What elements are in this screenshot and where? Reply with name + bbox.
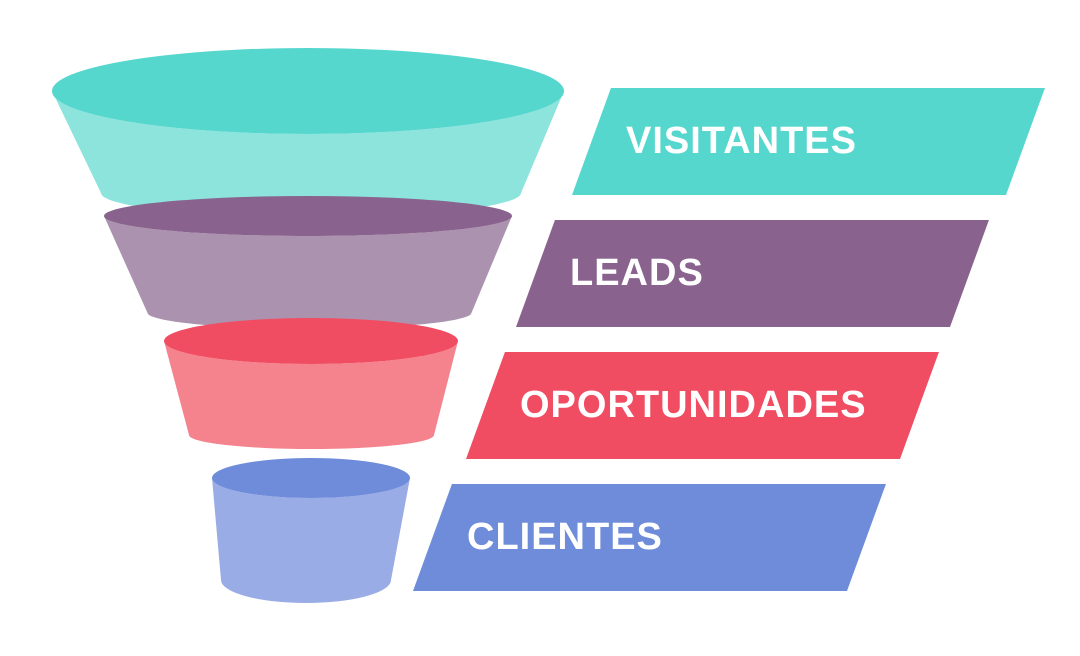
stage-banner-oportunidades: OPORTUNIDADES xyxy=(466,352,939,459)
funnel-segment-leads-top xyxy=(104,196,512,236)
stage-banner-visitantes: VISITANTES xyxy=(572,88,1045,195)
stage-label-clientes: CLIENTES xyxy=(467,516,663,558)
funnel-segment-clientes-top xyxy=(212,458,410,498)
funnel-segment-oportunidades-top xyxy=(164,318,458,364)
funnel-segment-clientes xyxy=(212,458,410,603)
stage-label-visitantes: VISITANTES xyxy=(626,120,857,162)
funnel-segment-visitantes xyxy=(52,48,564,217)
funnel-segment-visitantes-top xyxy=(52,48,564,134)
stage-label-leads: LEADS xyxy=(570,252,704,294)
stage-banner-clientes: CLIENTES xyxy=(413,484,886,591)
funnel-segment-oportunidades-body xyxy=(164,341,458,450)
stage-banner-leads: LEADS xyxy=(516,220,989,327)
funnel-segment-leads-body xyxy=(104,216,512,329)
funnel-segment-leads xyxy=(104,196,512,329)
funnel-segment-clientes-body xyxy=(212,478,410,603)
funnel-segment-oportunidades xyxy=(164,318,458,450)
funnel-segment-visitantes-body xyxy=(52,91,564,217)
stage-label-oportunidades: OPORTUNIDADES xyxy=(520,384,867,426)
